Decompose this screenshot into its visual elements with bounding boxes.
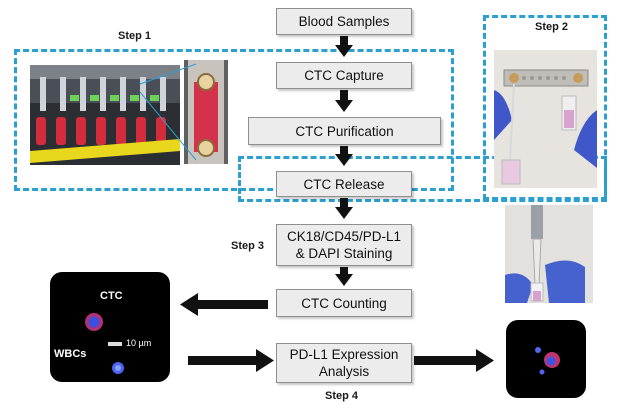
arrow-into-analysis — [188, 349, 274, 372]
step2-region — [483, 15, 607, 200]
ctc-label: CTC — [100, 290, 123, 302]
step3-label: Step 3 — [231, 240, 265, 252]
blood-samples-box: Blood Samples — [276, 8, 412, 35]
step1-label: Step 1 — [118, 30, 152, 42]
ctc-release-box: CTC Release — [276, 171, 412, 197]
arrow-blood-to-capture — [335, 36, 353, 57]
wbc-label: WBCs — [54, 348, 87, 360]
capture-device-image — [30, 65, 180, 165]
chip-closeup-photo — [184, 60, 228, 164]
staining-box: CK18/CD45/PD-L1 & DAPI Staining — [276, 224, 412, 266]
release-region — [238, 156, 607, 202]
arrow-counting-to-micrograph — [180, 293, 268, 316]
release-chip-image — [494, 50, 597, 188]
step1-region — [14, 49, 454, 191]
ctc-micrograph-image — [85, 313, 124, 374]
arrow-release-to-staining — [335, 198, 353, 219]
pdl1-result-image — [535, 347, 560, 375]
ctc-purification-box: CTC Purification — [248, 117, 441, 145]
arrow-capture-to-purification — [335, 90, 353, 112]
pipette-image — [505, 205, 593, 303]
step2-label: Step 2 — [535, 21, 569, 33]
chip-closeup-image — [184, 60, 228, 164]
pdl1-analysis-box: PD-L1 Expression Analysis — [276, 343, 412, 383]
ctc-micrograph: CTC WBCs 10 µm — [50, 272, 170, 382]
arrow-analysis-to-result — [414, 349, 494, 372]
capture-device-photo — [30, 65, 180, 165]
arrow-purification-to-release — [335, 146, 353, 166]
arrow-staining-to-counting — [335, 267, 353, 286]
step4-label: Step 4 — [325, 390, 359, 402]
ctc-counting-box: CTC Counting — [276, 289, 412, 317]
ctc-capture-box: CTC Capture — [276, 62, 412, 89]
scale-bar-label: 10 µm — [126, 338, 152, 348]
pdl1-result-micrograph — [506, 320, 586, 398]
pipette-photo — [505, 205, 593, 303]
release-chip-photo — [494, 50, 597, 188]
